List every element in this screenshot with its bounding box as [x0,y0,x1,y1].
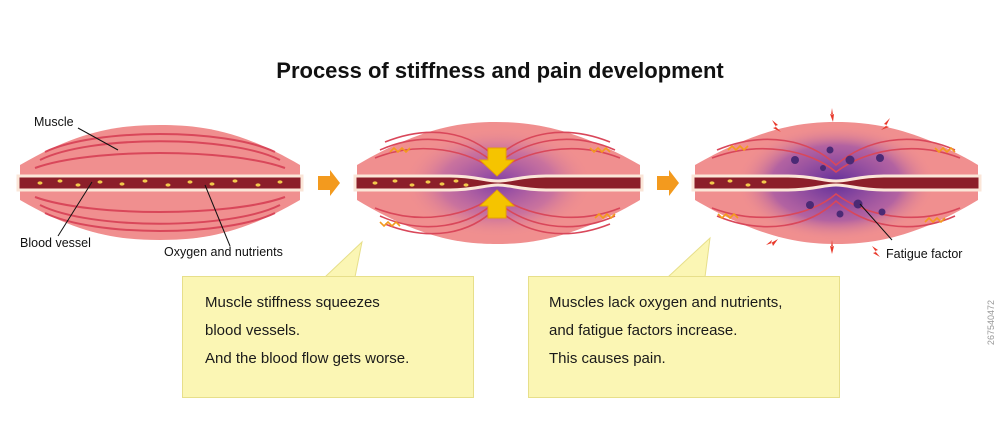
fatigue-factor-icon [845,155,855,165]
muscle-stiff [353,122,644,244]
label-leaders [57,127,231,247]
tension-waves [717,144,956,224]
callout-line: Muscle stiffness squeezes [205,294,380,311]
callout-box-pain: Muscles lack oxygen and nutrients, and f… [528,276,840,398]
fatigue-factor-icon [806,201,814,209]
pain-icon [881,118,890,130]
callout-tail [666,236,711,278]
fatigue-factor-icon [836,210,844,218]
muscle-label: Muscle [34,115,74,129]
callout-line: Muscles lack oxygen and nutrients, [549,294,783,311]
arrow-up-icon [478,189,516,219]
callout-line: And the blood flow gets worse. [205,350,410,367]
fatigue-factor-icon [826,146,834,154]
muscle-fibers [34,133,286,232]
pain-icon [772,120,781,132]
nutrients [37,179,283,187]
fatigue-factor-icon [876,154,884,162]
blood-vessel [16,174,304,192]
callout-box-stiffness: Muscle stiffness squeezes blood vessels.… [182,276,474,398]
label-leader [859,203,893,241]
nutrients [709,179,767,187]
fatigue-factors [791,146,886,218]
pain-icon [872,246,880,257]
blood-vessel-label: Blood vessel [20,236,91,250]
callout-line: blood vessels. [205,322,301,339]
muscle-fibers [711,138,961,228]
muscle-pain [691,108,982,257]
fatigue-factor-icon [820,165,826,171]
tension-waves [379,146,616,228]
callout-line: This causes pain. [549,350,666,367]
fatigue-factor-icon [853,199,863,209]
oxygen-nutrients-label: Oxygen and nutrients [164,245,283,259]
diagram-title: Process of stiffness and pain developmen… [276,58,724,83]
pain-icon [830,108,834,122]
stock-id-watermark: 267540472 [986,300,996,346]
pain-icon [830,240,834,254]
process-arrow [318,170,340,196]
callout-line: and fatigue factors increase. [549,322,738,339]
process-arrow [657,170,679,196]
pain-icon [766,239,778,246]
pain-marks [766,108,890,257]
blood-vessel [691,174,982,192]
fatigue-factor-icon [791,156,799,164]
blood-vessel [353,174,644,192]
fatigue-factor-icon [878,208,886,216]
arrow-down-icon [478,147,516,177]
squeeze-arrows [478,147,516,219]
nutrients [372,179,469,187]
muscle-normal [16,125,304,247]
callout-tail [323,240,363,278]
fatigue-factor-label: Fatigue factor [886,247,963,261]
